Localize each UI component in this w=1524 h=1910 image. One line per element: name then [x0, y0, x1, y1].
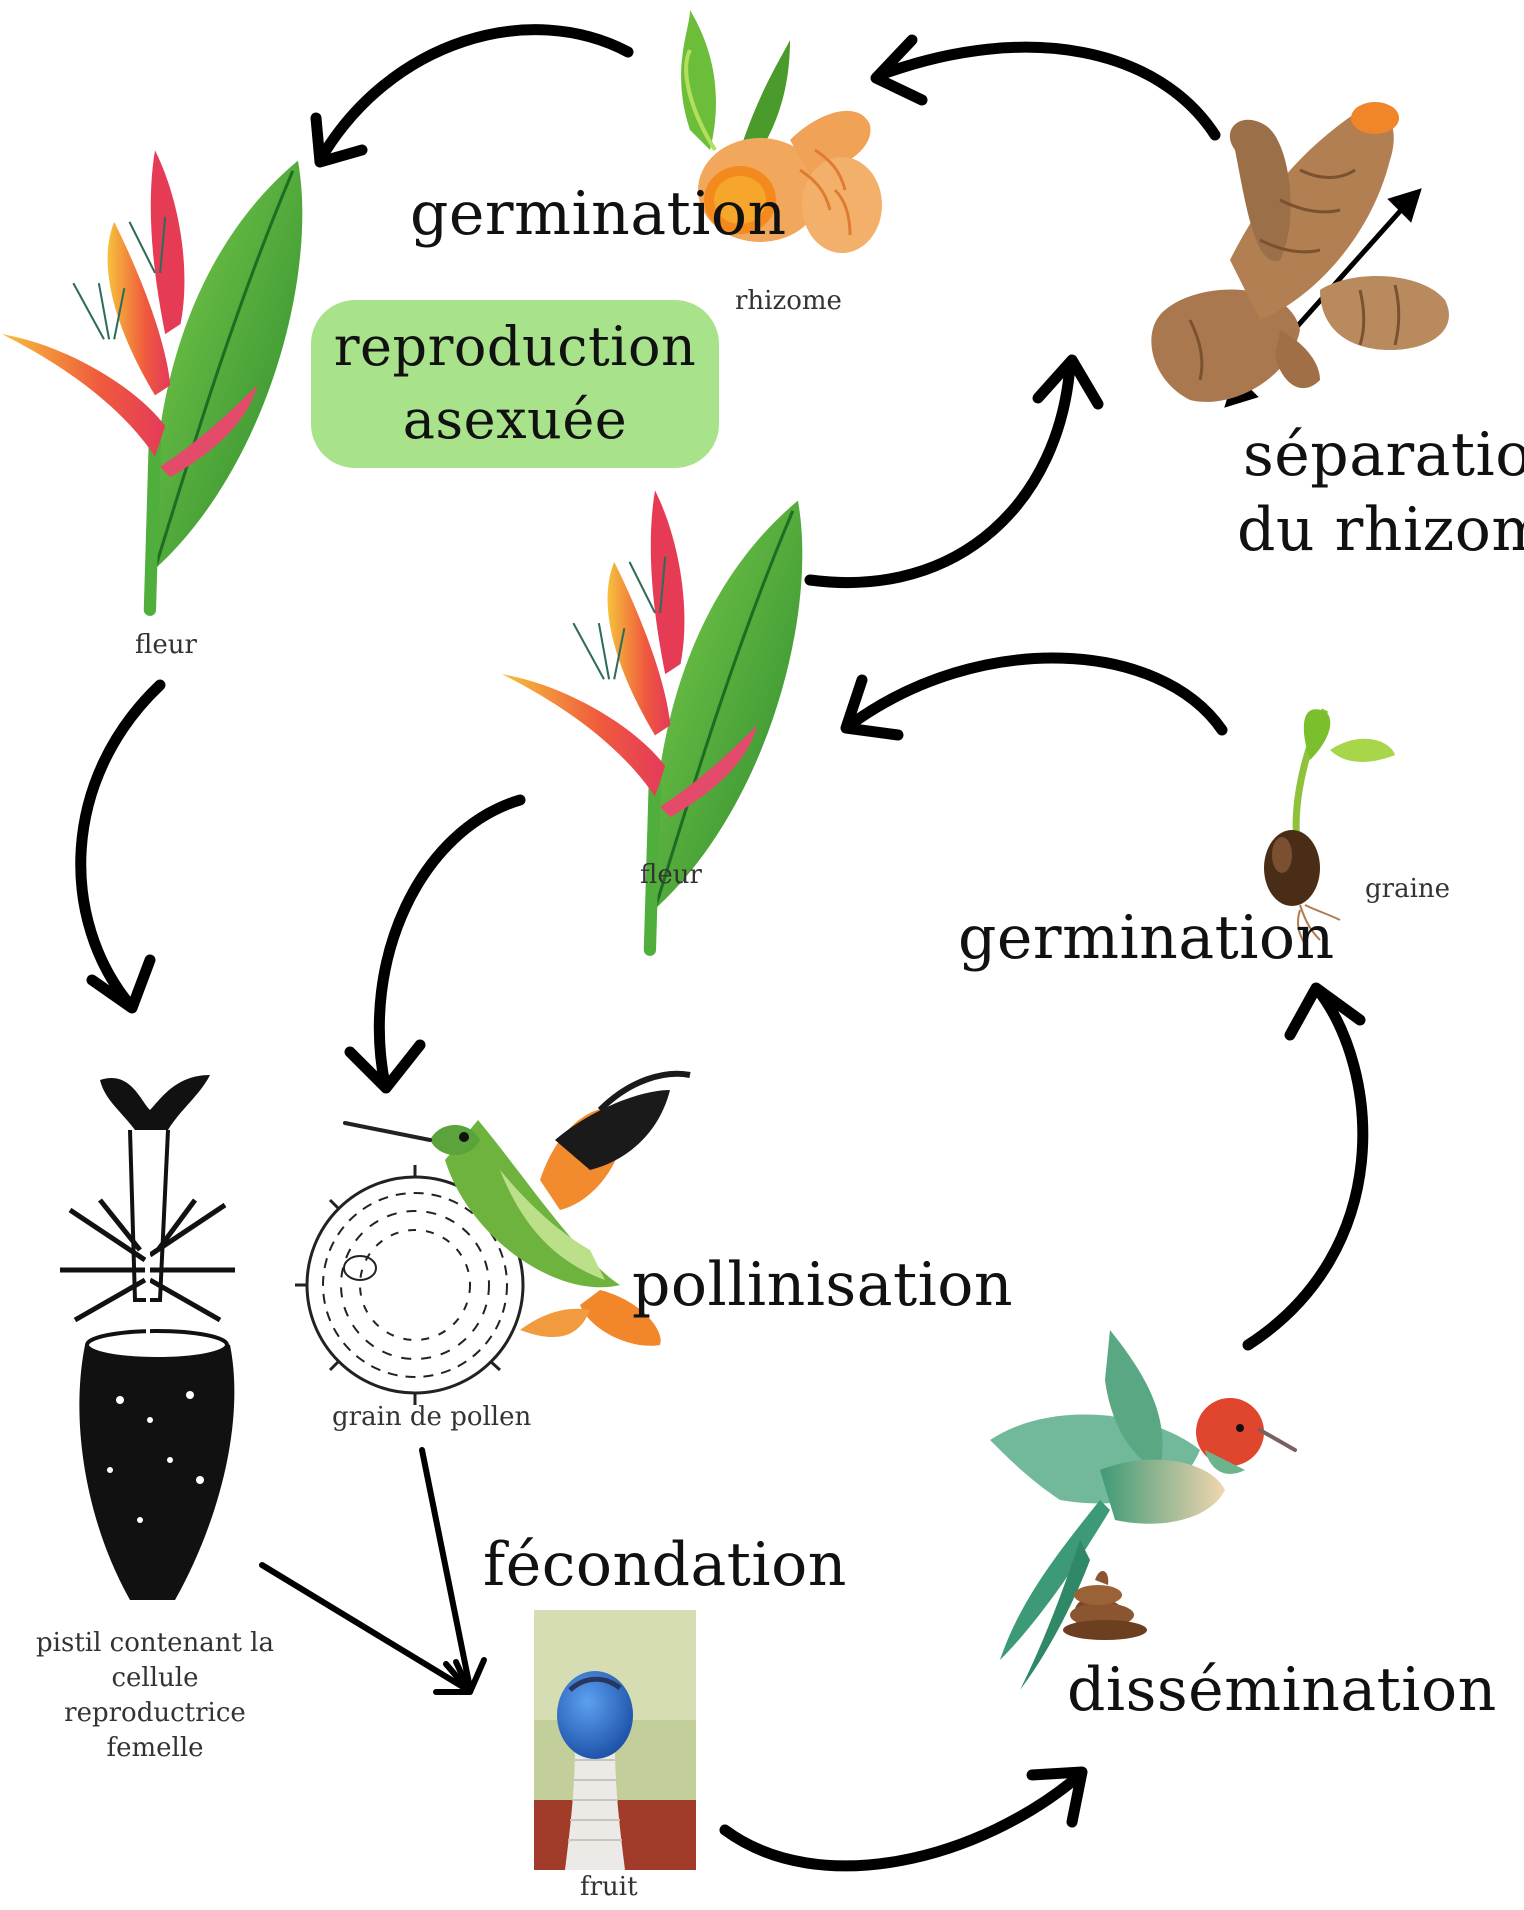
pistil-label-line3: femelle: [20, 1731, 290, 1766]
fleur-center-label: fleur: [640, 862, 702, 888]
arrow-head: [1290, 988, 1360, 1035]
asexual-label-line2: asexuée: [403, 384, 628, 457]
bird-eating-icon: [990, 1330, 1295, 1690]
arrow-pistil-to-fruit: [262, 1565, 468, 1690]
fleur-left-label: fleur: [135, 632, 197, 658]
fecondation-label: fécondation: [483, 1535, 847, 1595]
arrow-flower-to-separation: [810, 365, 1070, 583]
germination-top-label: germination: [410, 184, 787, 244]
germination-right-label: germination: [958, 908, 1335, 968]
fruit-photo-icon: [534, 1610, 696, 1870]
arrow-germination-to-flower: [320, 30, 628, 160]
arrow-seedling-to-flower: [850, 658, 1222, 730]
pistil-label-line2: cellule reproductrice: [20, 1661, 290, 1731]
pistil-icon: [60, 1075, 235, 1600]
dissemination-label: dissémination: [1067, 1660, 1497, 1720]
separation-label-line2: du rhizome: [1237, 500, 1524, 560]
arrow-dissemination-to-germination: [1248, 990, 1363, 1345]
arrow-separation-to-rhizome: [880, 47, 1215, 135]
pistil-label: pistil contenant la cellule reproductric…: [20, 1626, 290, 1766]
arrow-flower-to-pollen: [379, 800, 520, 1085]
rhizome-label: rhizome: [735, 288, 842, 314]
fecondation-arrows: [262, 1450, 484, 1692]
arrow-pollen-to-fruit: [422, 1450, 470, 1688]
fruit-label: fruit: [580, 1874, 638, 1900]
separation-label-line1: séparation: [1243, 425, 1524, 485]
heliconia-flower-icon-left: [2, 150, 302, 609]
asexual-reproduction-box: reproduction asexuée: [311, 300, 719, 468]
pistil-label-line1: pistil contenant la: [20, 1626, 290, 1661]
asexual-label-line1: reproduction: [334, 311, 697, 384]
grain-de-pollen-label: grain de pollen: [332, 1404, 531, 1430]
pollinisation-label: pollinisation: [632, 1255, 1013, 1315]
graine-label: graine: [1365, 876, 1450, 902]
arrow-fruit-to-dissemination: [725, 1775, 1080, 1866]
rhizome-whole-icon: [1151, 102, 1449, 402]
